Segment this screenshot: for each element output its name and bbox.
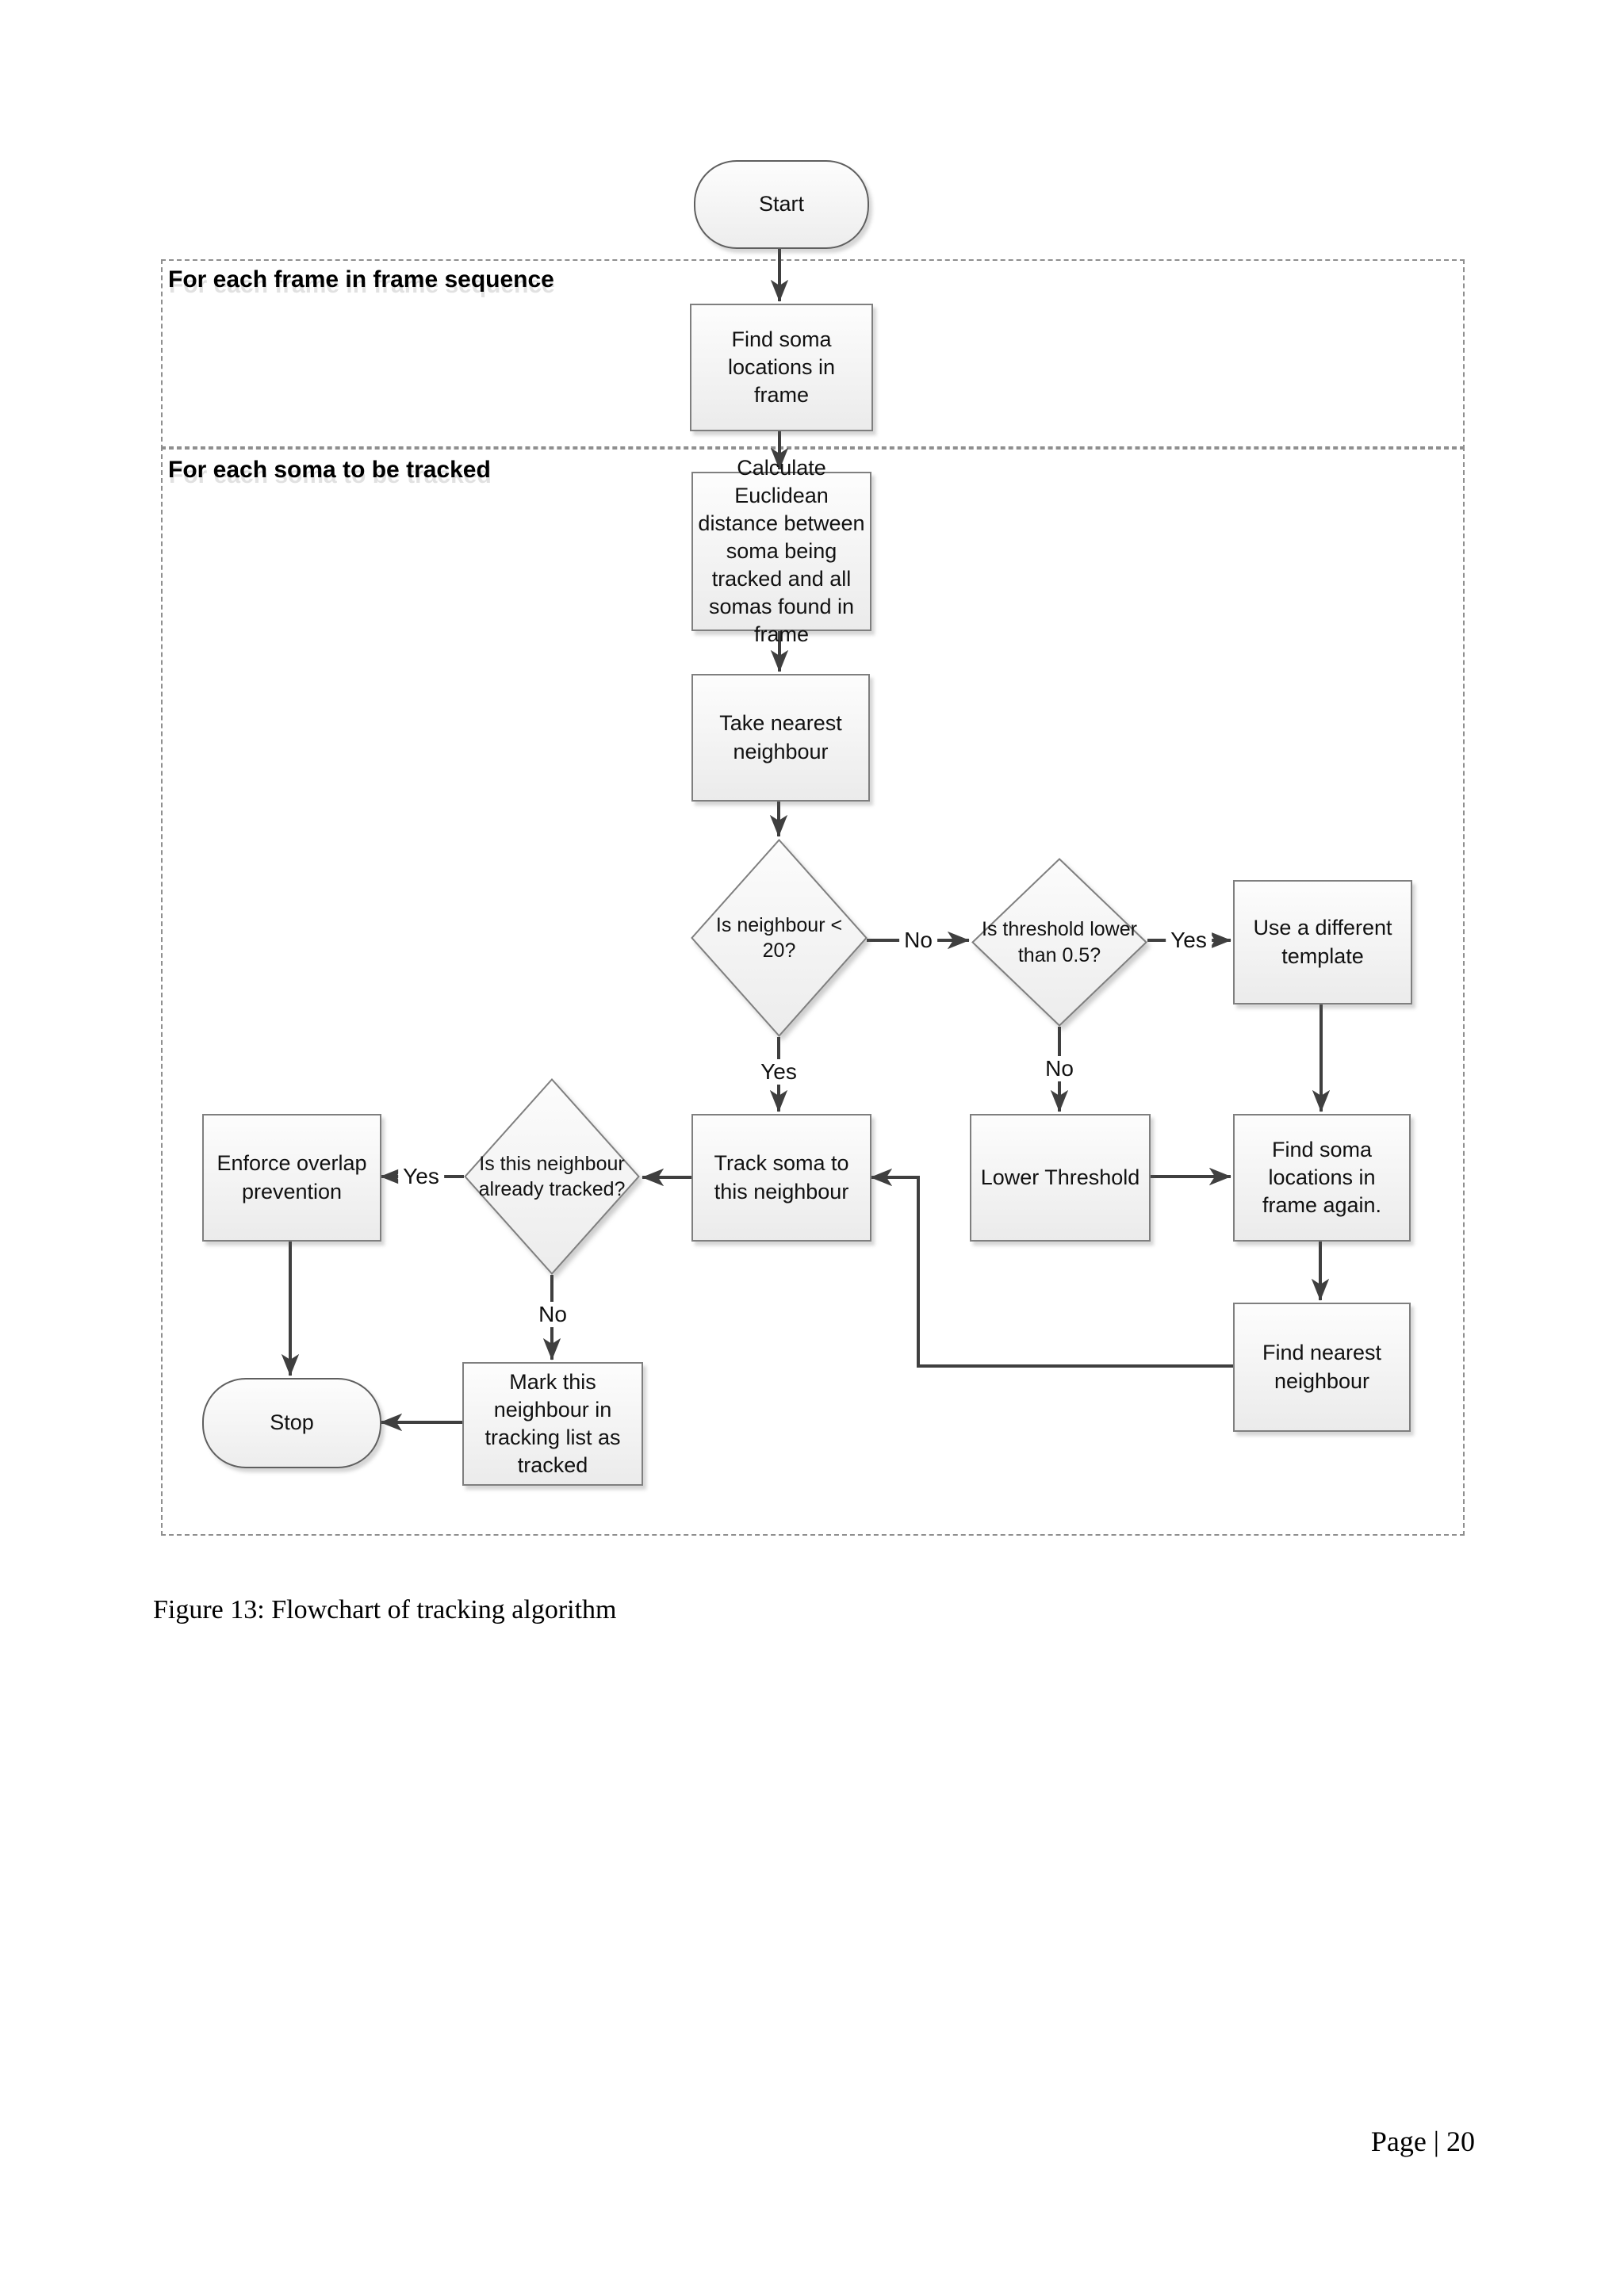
node-find-soma-locations-label: Find soma locations in frame [727, 327, 836, 408]
node-use-different-template-label: Use a different template [1253, 916, 1392, 968]
frame-loop-label: For each frame in frame sequence [168, 266, 554, 293]
decision-is-neighbour-lt-20-label: Is neighbour < 20? [715, 913, 843, 962]
decision-already-tracked-label: Is this neighbour already tracked? [478, 1152, 626, 1201]
node-track-soma: Track soma to this neighbour [691, 1114, 871, 1242]
edge-label-neighbour-no: No [899, 928, 937, 953]
node-enforce-overlap-prevention: Enforce overlap prevention [202, 1114, 381, 1242]
node-find-soma-again-label: Find soma locations in frame again. [1262, 1137, 1382, 1218]
node-find-soma-again: Find soma locations in frame again. [1233, 1114, 1411, 1242]
node-take-nearest-neighbour: Take nearest neighbour [691, 674, 870, 802]
edge-label-threshold-yes: Yes [1166, 928, 1212, 953]
decision-is-threshold-lower-label: Is threshold lower than 0.5? [982, 918, 1137, 966]
node-lower-threshold: Lower Threshold [970, 1114, 1151, 1242]
node-stop-label: Stop [270, 1410, 314, 1435]
node-start: Start [694, 160, 869, 249]
node-calculate-distance-label: Calculate Euclidean distance between som… [698, 455, 865, 647]
decision-is-threshold-lower: Is threshold lower than 0.5? [971, 858, 1147, 1027]
soma-loop-label: For each soma to be tracked [168, 457, 491, 483]
edge-label-neighbour-yes: Yes [756, 1059, 802, 1085]
diamond-shape [971, 858, 1147, 1027]
node-find-soma-locations: Find soma locations in frame [690, 304, 873, 431]
soma-loop-container [161, 446, 1465, 1536]
page-number: Page | 20 [1370, 2126, 1475, 2157]
edge-label-threshold-no: No [1040, 1056, 1078, 1081]
node-take-nearest-neighbour-label: Take nearest neighbour [719, 711, 842, 763]
node-lower-threshold-label: Lower Threshold [980, 1165, 1140, 1189]
figure-caption: Figure 13: Flowchart of tracking algorit… [153, 1595, 617, 1624]
edge-label-tracked-no: No [534, 1302, 572, 1327]
node-mark-tracked: Mark this neighbour in tracking list as … [462, 1362, 643, 1486]
node-find-nearest-neighbour: Find nearest neighbour [1233, 1303, 1411, 1432]
node-start-label: Start [758, 192, 805, 216]
decision-already-tracked: Is this neighbour already tracked? [464, 1078, 640, 1275]
decision-is-neighbour-lt-20: Is neighbour < 20? [691, 839, 868, 1037]
frame-loop-container [161, 259, 1465, 450]
diamond-shape [464, 1078, 640, 1275]
node-stop: Stop [202, 1378, 381, 1468]
node-calculate-distance: Calculate Euclidean distance between som… [691, 456, 871, 646]
node-use-different-template: Use a different template [1233, 880, 1412, 1004]
node-mark-tracked-label: Mark this neighbour in tracking list as … [485, 1369, 621, 1478]
diamond-shape [691, 839, 868, 1037]
edge-label-tracked-yes: Yes [398, 1164, 444, 1189]
node-find-nearest-neighbour-label: Find nearest neighbour [1262, 1341, 1382, 1393]
node-track-soma-label: Track soma to this neighbour [714, 1151, 849, 1203]
node-enforce-overlap-prevention-label: Enforce overlap prevention [216, 1151, 367, 1203]
